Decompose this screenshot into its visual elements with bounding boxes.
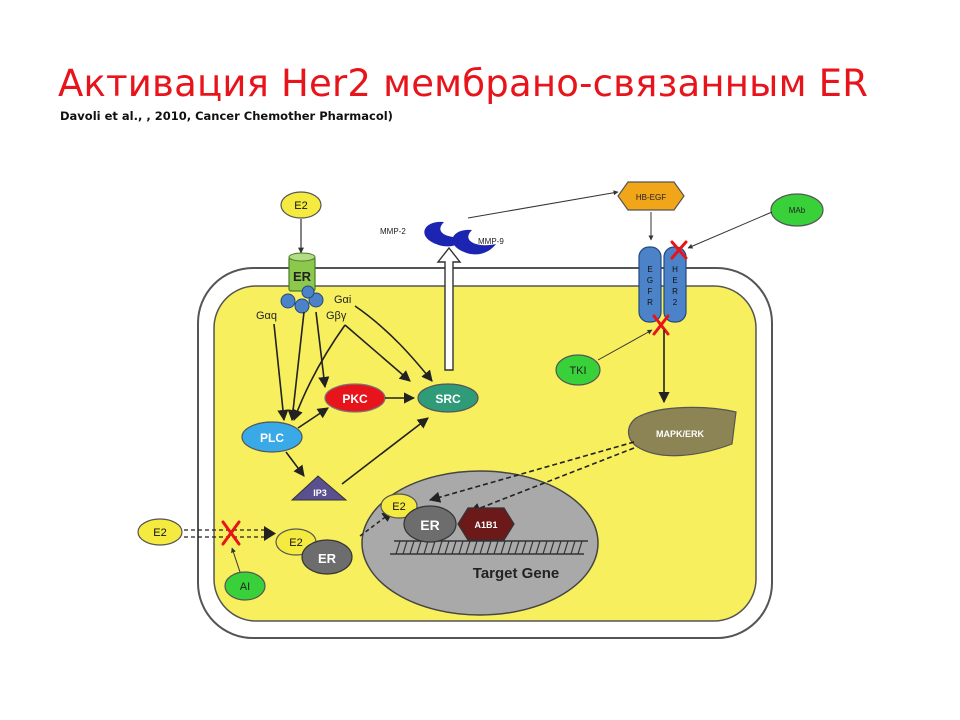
block-x-mab (670, 240, 688, 260)
svg-text:2: 2 (673, 298, 678, 307)
mab-label: MAb (789, 206, 806, 215)
pkc-label: PKC (342, 392, 368, 406)
mmp9-crescent (452, 229, 496, 255)
svg-text:E: E (647, 265, 652, 274)
egfr-receptor (638, 246, 662, 323)
her2-letters: H E R 2 (672, 265, 678, 307)
e2-ligand-top (280, 191, 322, 219)
slide-title: Активация Her2 мембрано-связанным ER (58, 62, 869, 105)
hollow-arrow-src-to-mmp (436, 246, 462, 371)
mapk-erk-label: MAPK/ERK (656, 429, 705, 439)
src-label: SRC (435, 392, 461, 406)
svg-text:R: R (672, 287, 678, 296)
target-gene-label: Target Gene (473, 565, 559, 582)
mmp2-label: MMP-2 (380, 227, 406, 236)
dashed-arrow-head (264, 526, 276, 541)
nucleus (361, 470, 599, 616)
arrow-mmp-to-hbegf (467, 190, 619, 219)
e2-nucleus-ligand (380, 493, 418, 519)
block-x-tki (652, 314, 670, 336)
citation: Davoli et al., , 2010, Cancer Chemother … (60, 109, 393, 123)
ip3-label: IP3 (313, 488, 327, 498)
dna-strand (390, 540, 588, 555)
src-node (417, 383, 479, 413)
er-cyto-node (301, 539, 353, 575)
e2-ligand-left (137, 518, 183, 546)
plc-label: PLC (260, 431, 284, 445)
e2-left-label: E2 (153, 527, 166, 539)
svg-text:R: R (647, 298, 653, 307)
tki-inhibitor (555, 354, 601, 386)
arrow-mab-to-her2 (687, 211, 773, 249)
g-beta-gamma-label: Gβγ (326, 310, 347, 322)
ai-inhibitor (224, 571, 266, 601)
er-nucleus-label: ER (420, 517, 439, 533)
ip3-node (290, 475, 348, 501)
mapk-erk-node (627, 406, 737, 457)
hb-egf-label: HB-EGF (636, 193, 666, 202)
plc-node (241, 421, 303, 453)
cytoplasm (213, 285, 757, 622)
svg-text:H: H (672, 265, 678, 274)
a1b1-label: A1B1 (474, 520, 497, 530)
e2-top-label: E2 (294, 200, 307, 212)
mab-antibody (770, 193, 824, 227)
er-cyto-label: ER (318, 551, 337, 566)
svg-text:E: E (672, 276, 677, 285)
e2-cyto-label: E2 (289, 537, 302, 549)
ai-label: AI (240, 581, 250, 593)
signaling-arrows (273, 305, 433, 485)
tki-label: TKI (569, 365, 586, 377)
dashed-arrows-mapk-to-nucleus (428, 441, 635, 514)
g-protein-cluster (280, 285, 324, 314)
svg-text:G: G (647, 276, 653, 285)
hb-egf-node (617, 181, 685, 211)
er-receptor-label: ER (293, 269, 312, 284)
g-alpha-i-label: Gαi (334, 294, 351, 306)
g-alpha-q-label: Gαq (256, 310, 277, 322)
a1b1-node (457, 507, 515, 541)
er-nucleus-node (403, 505, 457, 543)
egfr-letters: E G F R (647, 265, 653, 307)
arrow-ai-to-block (231, 547, 241, 573)
mmp9-label: MMP-9 (478, 237, 504, 246)
e2-nucleus-label: E2 (392, 501, 405, 513)
er-receptor-cap (288, 252, 316, 262)
arrow-tki-to-receptor (597, 329, 653, 361)
svg-text:F: F (648, 287, 653, 296)
block-x-ai (221, 520, 241, 546)
